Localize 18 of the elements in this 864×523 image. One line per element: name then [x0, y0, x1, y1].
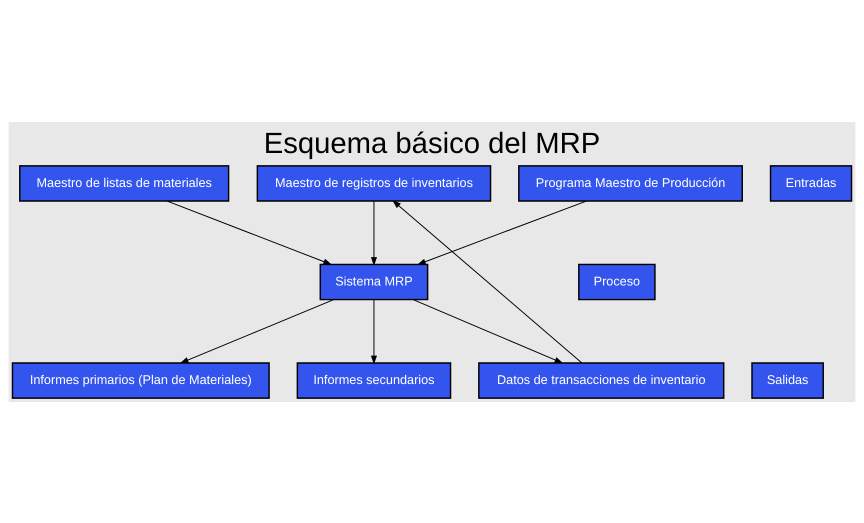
node-box: Salidas [751, 362, 824, 398]
node-box: Maestro de listas de materiales [19, 164, 230, 202]
node-box: Sistema MRP [320, 263, 428, 300]
arrow [166, 200, 332, 264]
node-box: Datos de transacciones de inventario [478, 362, 724, 398]
node-box: Informes primarios (Plan de Materiales) [12, 362, 270, 398]
node-box: Maestro de registros de inventarios [256, 164, 492, 202]
arrow [370, 200, 378, 266]
arrow [412, 298, 564, 363]
node-box: Programa Maestro de Producción [518, 164, 743, 202]
arrow [416, 200, 587, 264]
node-box: Proceso [578, 263, 656, 300]
arrow [180, 298, 334, 363]
node-box: Informes secundarios [296, 362, 452, 398]
arrow [392, 200, 582, 363]
node-box: Entradas [770, 164, 852, 202]
arrow [370, 298, 378, 364]
diagram-title: Esquema básico del MRP [264, 128, 600, 160]
